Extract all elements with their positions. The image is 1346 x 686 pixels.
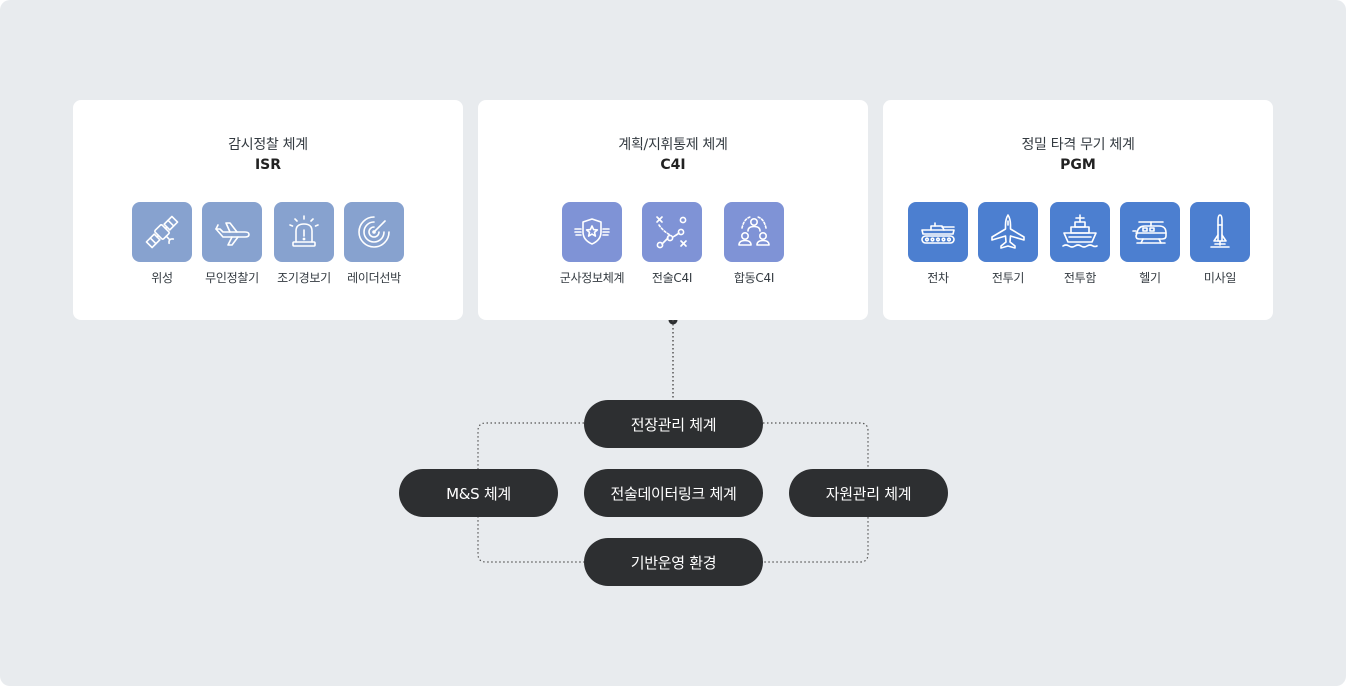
icon-label: 군사정보체계 [559, 271, 625, 285]
fighter-jet-icon [978, 202, 1038, 262]
node-ms-system: M&S 체계 [399, 469, 558, 517]
drone-icon [202, 202, 262, 262]
c4i-card: 계획/지휘통제 체계 C4I 군사정보체계 [478, 100, 868, 320]
card-subtitle: 정밀 타격 무기 체계 [1021, 137, 1135, 153]
node-resource-management: 자원관리 체계 [789, 469, 948, 517]
node-battle-management: 전장관리 체계 [584, 400, 763, 448]
icon-label: 조기경보기 [277, 271, 331, 285]
icon-label: 전투기 [991, 271, 1025, 285]
icon-label: 합동C4I [733, 271, 775, 285]
card-title: C4I [660, 157, 686, 173]
node-base-operation: 기반운영 환경 [584, 538, 763, 586]
card-title: PGM [1060, 157, 1096, 173]
card-subtitle: 계획/지휘통제 체계 [618, 137, 728, 153]
military-badge-icon [562, 202, 622, 262]
pgm-card: 정밀 타격 무기 체계 PGM 전차 전투기 [883, 100, 1273, 320]
satellite-icon [132, 202, 192, 262]
helicopter-icon [1120, 202, 1180, 262]
node-tactical-datalink: 전술데이터링크 체계 [584, 469, 763, 517]
icon-label: 미사일 [1203, 271, 1237, 285]
card-subtitle: 감시정찰 체계 [228, 137, 308, 153]
icon-label: 전술C4I [651, 271, 693, 285]
warship-icon [1050, 202, 1110, 262]
radar-icon [344, 202, 404, 262]
tactics-icon [642, 202, 702, 262]
icon-label: 헬기 [1139, 271, 1161, 285]
tank-icon [908, 202, 968, 262]
isr-card: 감시정찰 체계 ISR 위성 [73, 100, 463, 320]
joint-team-icon [724, 202, 784, 262]
card-title: ISR [254, 157, 282, 173]
alarm-light-icon [274, 202, 334, 262]
icon-label: 위성 [151, 271, 173, 285]
icon-label: 무인정찰기 [205, 271, 259, 285]
icon-label: 레이더선박 [347, 271, 401, 285]
icon-label: 전차 [927, 271, 949, 285]
icon-label: 전투함 [1063, 271, 1097, 285]
missile-icon [1190, 202, 1250, 262]
